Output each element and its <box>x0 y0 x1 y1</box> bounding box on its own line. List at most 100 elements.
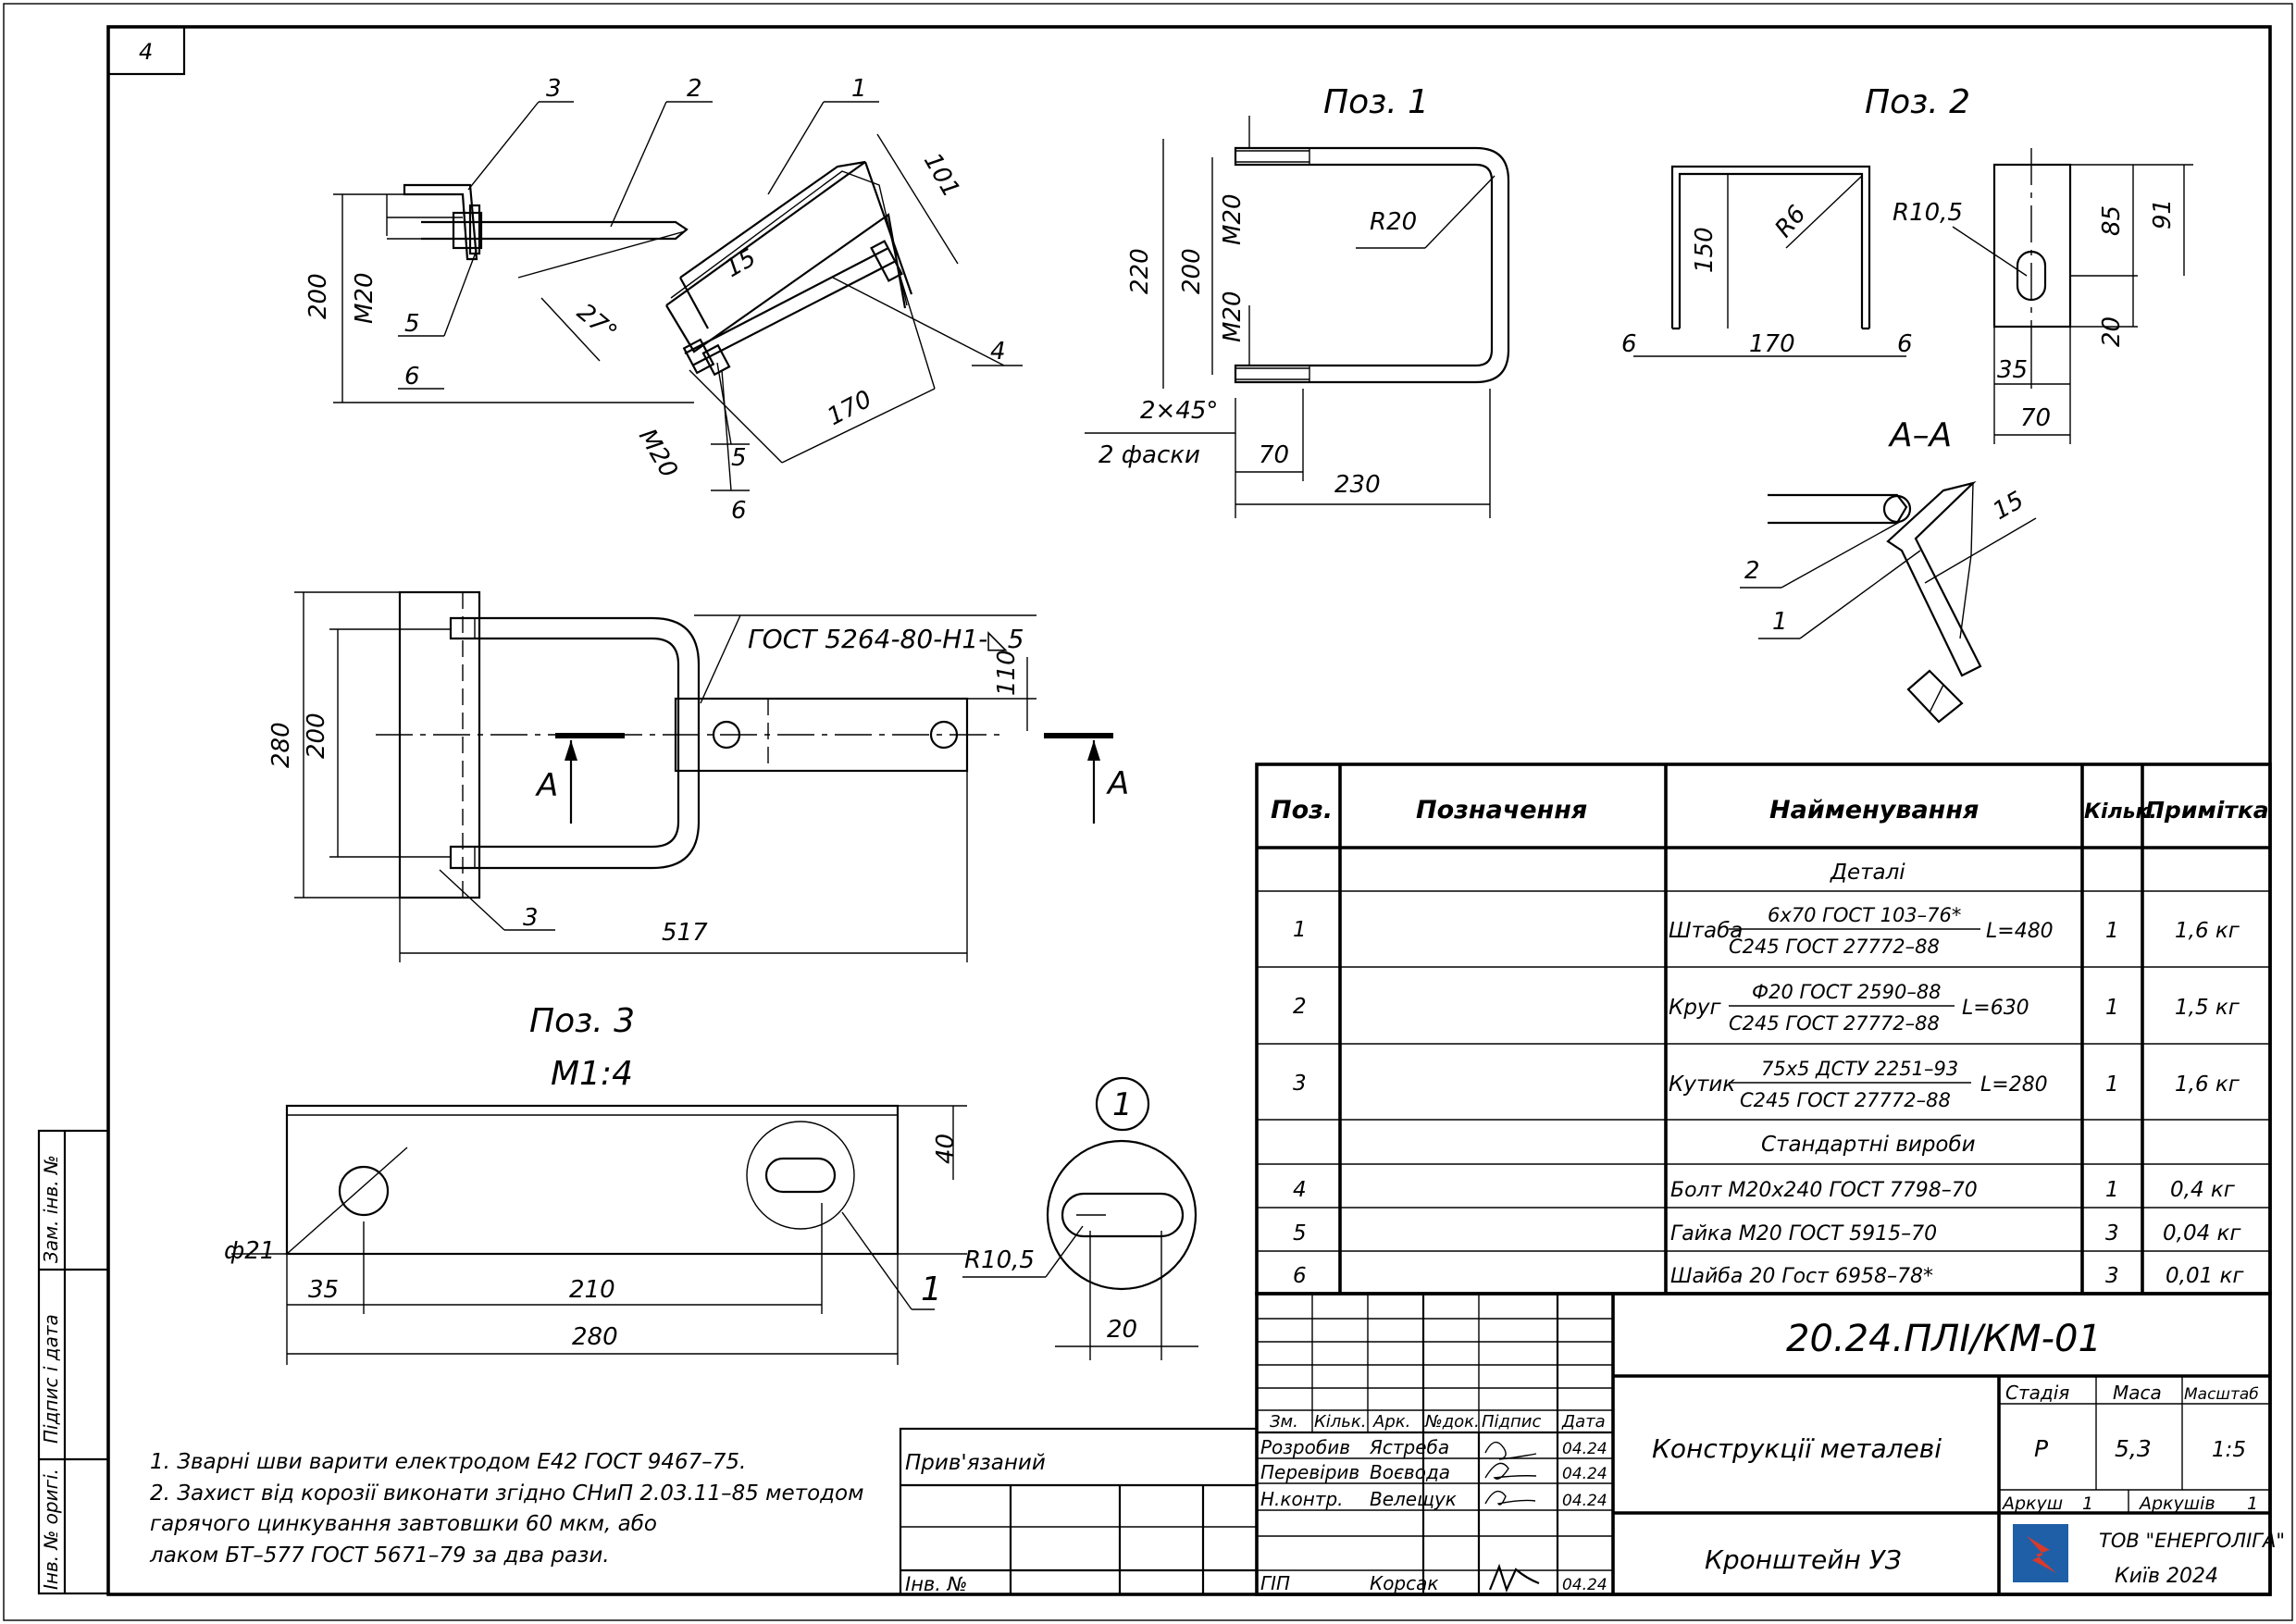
spec-row6-name: Шайба 20 Гост 6958–78* <box>1670 1265 1933 1288</box>
spec-header-note: Примітка <box>2145 797 2269 824</box>
spec-row5-pos: 5 <box>1293 1221 1307 1246</box>
note-line-2: 2. Захист від корозії виконати згідно СН… <box>150 1481 863 1506</box>
iso-dim-m20: М20 <box>351 272 379 324</box>
plan-dim-280: 280 <box>267 722 295 768</box>
section-label-2: 2 <box>1744 557 1760 585</box>
signature-3 <box>1484 1490 1536 1506</box>
spec-row2-qty: 1 <box>2105 996 2119 1020</box>
tb-date-3: 04.24 <box>1562 1492 1607 1510</box>
note-line-3: гарячого цинкування завтовшки 60 мкм, аб… <box>150 1512 657 1536</box>
side-label-sign: Підпис і дата <box>40 1314 62 1444</box>
plan-view: ГОСТ 5264-80-Н1-◺5 280 200 110 3 517 А А <box>267 590 1129 962</box>
spec-row2-name: Круг <box>1669 996 1722 1020</box>
pos1-dim-200: 200 <box>1178 248 1206 294</box>
pos1-dim-m20b: М20 <box>1219 291 1247 342</box>
pos2-dim-20: 20 <box>2098 316 2126 347</box>
section-title: А–А <box>1888 416 1952 454</box>
pos2-dim-6b: 6 <box>1897 330 1913 358</box>
pos2-title: Поз. 2 <box>1865 83 1970 121</box>
spec-row1-bottom: С245 ГОСТ 27772–88 <box>1729 936 1940 958</box>
tb-name-4: Корсак <box>1370 1572 1438 1594</box>
tb-col-sign: Підпис <box>1482 1412 1541 1432</box>
iso-dim-27: 27° <box>572 298 623 347</box>
spec-row1-note: 1,6 кг <box>2175 919 2240 943</box>
tb-col-zm: Зм. <box>1270 1412 1298 1432</box>
note-line-4: лаком БТ–577 ГОСТ 5671–79 за два рази. <box>149 1543 610 1568</box>
section-mark-right: А <box>1106 765 1129 802</box>
pos2-dim-6a: 6 <box>1621 330 1637 358</box>
pos3-detail-callout: 1 <box>921 1271 942 1308</box>
pos1-dim-r20: R20 <box>1370 208 1417 236</box>
spec-row3-top: 75х5 ДСТУ 2251–93 <box>1761 1058 1958 1080</box>
pos1-view: Поз. 1 220 200 М20 М20 R20 2×45° 2 фаски… <box>1085 83 1510 518</box>
pos3-dim-40: 40 <box>932 1134 960 1164</box>
pos2-dim-150: 150 <box>1691 227 1719 273</box>
iso-dim-101: 101 <box>918 149 965 203</box>
side-label-orig: Інв. № оригі. <box>40 1469 62 1590</box>
spec-row3-name: Кутик <box>1669 1072 1735 1097</box>
tb-role-2: Перевірив <box>1260 1461 1359 1483</box>
spec-row6-qty: 3 <box>2105 1264 2119 1288</box>
tb-date-2: 04.24 <box>1562 1465 1607 1483</box>
page-number: 4 <box>139 39 153 65</box>
tb-role-4: ГІП <box>1260 1572 1290 1594</box>
iso-dim-200: 200 <box>304 273 332 319</box>
spec-header-qty: Кільк. <box>2084 800 2157 824</box>
tb-bound-label: Прив'язаний <box>905 1451 1046 1475</box>
plan-dim-200: 200 <box>303 713 330 759</box>
pos1-dim-chamfer: 2×45° <box>1140 397 1218 425</box>
spec-row4-pos: 4 <box>1293 1178 1307 1202</box>
spec-row4-name: Болт М20х240 ГОСТ 7798–70 <box>1670 1179 1978 1202</box>
tb-name-1: Ястреба <box>1369 1436 1449 1458</box>
spec-row6-note: 0,01 кг <box>2166 1264 2244 1288</box>
pos3-title: Поз. 3 <box>529 1002 635 1040</box>
spec-row1-name: Штаба <box>1669 919 1743 943</box>
tb-stage: Р <box>2034 1435 2049 1462</box>
section-aa: А–А 15 2 1 <box>1740 416 2037 724</box>
tb-city: Київ 2024 <box>2115 1565 2218 1588</box>
pos3-dim-210: 210 <box>569 1276 615 1304</box>
signature-4 <box>1488 1563 1540 1593</box>
tb-role-3: Н.контр. <box>1260 1488 1344 1510</box>
pos2-dim-70: 70 <box>2020 404 2051 432</box>
note-line-1: 1. Зварні шви варити електродом Е42 ГОСТ… <box>150 1450 746 1474</box>
spec-row5-qty: 3 <box>2105 1221 2119 1246</box>
tb-name-3: Велещук <box>1370 1488 1457 1510</box>
tb-sheet: 1 <box>2082 1494 2093 1514</box>
tb-scale: 1:5 <box>2212 1438 2246 1462</box>
pos2-dim-35: 35 <box>1997 356 2028 384</box>
plan-dim-110: 110 <box>993 650 1021 696</box>
spec-header-designation: Позначення <box>1416 796 1587 824</box>
iso-dim-5a: 5 <box>404 310 420 338</box>
spec-row3-length: L=280 <box>1980 1073 2048 1097</box>
signature-1 <box>1484 1441 1537 1460</box>
tb-col-ark: Арк. <box>1372 1412 1410 1432</box>
spec-row3-qty: 1 <box>2105 1072 2119 1097</box>
spec-header-pos: Поз. <box>1271 796 1333 824</box>
iso-dim-15: 15 <box>721 244 762 284</box>
detail-mark: 1 <box>1112 1086 1133 1123</box>
spec-row2-pos: 2 <box>1293 995 1307 1019</box>
iso-dim-4: 4 <box>990 338 1006 366</box>
spec-row1-length: L=480 <box>1986 920 2054 943</box>
pos2-view: Поз. 2 150 R6 170 6 6 R10,5 85 91 20 35 … <box>1621 83 2193 444</box>
spec-row3-note: 1,6 кг <box>2175 1072 2240 1097</box>
spec-row1-top: 6х70 ГОСТ 103–76* <box>1768 904 1961 926</box>
tb-role-1: Розробив <box>1260 1436 1350 1458</box>
pos1-dim-m20a: М20 <box>1219 193 1247 245</box>
spec-row2-top: Ф20 ГОСТ 2590–88 <box>1752 981 1942 1003</box>
pos1-title: Поз. 1 <box>1323 83 1429 121</box>
pos2-dim-91: 91 <box>2149 199 2177 229</box>
side-label-zam: Зам. інв. № <box>40 1155 62 1263</box>
spec-row5-note: 0,04 кг <box>2163 1221 2241 1246</box>
section-mark-left: А <box>535 767 558 804</box>
spec-row1-qty: 1 <box>2105 919 2119 943</box>
pos3-dim-35: 35 <box>308 1276 339 1304</box>
tb-company: ТОВ "ЕНЕРГОЛІГА" <box>2099 1530 2285 1552</box>
tb-col-doc: №док. <box>1424 1412 1480 1432</box>
signature-2 <box>1484 1462 1537 1480</box>
tb-subject: Конструкції металеві <box>1652 1433 1942 1464</box>
pos2-dim-r6: R6 <box>1769 201 1811 243</box>
spec-row2-bottom: С245 ГОСТ 27772–88 <box>1729 1012 1940 1035</box>
